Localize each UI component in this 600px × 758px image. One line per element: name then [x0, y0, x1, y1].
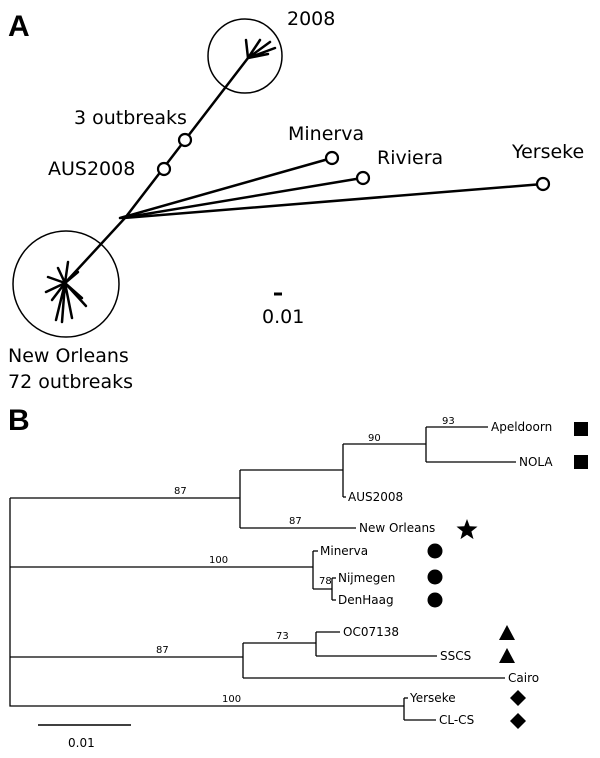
bootstrap-93: 93 [442, 416, 455, 427]
branch-minerva [118, 156, 334, 220]
node-3-outbreaks [177, 132, 193, 148]
node-aus2008 [156, 161, 172, 177]
star-marker-new-orleans [456, 519, 478, 540]
label-yerseke: Yerseke [511, 141, 584, 163]
triangle-marker-oc07138 [499, 625, 515, 640]
label-minerva: Minerva [288, 123, 364, 145]
panel-a-scale-bar: 0.01 [262, 292, 304, 328]
branch-clade-yerseke [9, 662, 404, 707]
square-marker-nola [574, 455, 588, 469]
bootstrap-100-minerva: 100 [209, 555, 228, 566]
bootstrap-87-top: 87 [174, 486, 187, 497]
taxon-nola: NOLA [519, 455, 553, 469]
taxon-minerva: Minerva [320, 544, 368, 558]
bootstrap-90: 90 [368, 433, 381, 444]
branch-yerseke [122, 182, 545, 220]
taxon-sscs: SSCS [440, 649, 471, 663]
cluster-2008-branches [244, 38, 277, 60]
panel-a-letter: A [8, 10, 30, 43]
node-minerva [324, 150, 340, 166]
panel-b-taxon-labels: Apeldoorn NOLA AUS2008 New Orleans Miner… [320, 420, 553, 727]
panel-a-labels: 2008 3 outbreaks AUS2008 Minerva Riviera… [8, 8, 584, 393]
scale-bar-a-label: 0.01 [262, 306, 304, 328]
taxon-aus2008: AUS2008 [348, 490, 403, 504]
node-riviera [355, 170, 371, 186]
cluster-new-orleans-circle [12, 230, 120, 338]
panel-b-scale-bar: 0.01 [38, 724, 131, 750]
scale-bar-b-label: 0.01 [68, 736, 95, 750]
bootstrap-78: 78 [319, 576, 332, 587]
label-aus2008: AUS2008 [48, 158, 135, 180]
label-riviera: Riviera [377, 147, 443, 169]
label-2008: 2008 [287, 8, 335, 30]
bootstrap-87-oc: 87 [156, 645, 169, 656]
circle-marker-denhaag [427, 592, 443, 608]
bootstrap-87-new-orleans: 87 [289, 516, 302, 527]
node-yerseke [535, 176, 551, 192]
label-72-outbreaks: 72 outbreaks [8, 371, 133, 393]
taxon-yerseke: Yerseke [409, 691, 456, 705]
bootstrap-73: 73 [276, 631, 289, 642]
label-new-orleans: New Orleans [8, 345, 129, 367]
trunk-branch [63, 56, 250, 285]
circle-marker-minerva [427, 543, 443, 559]
diamond-marker-yerseke [510, 690, 526, 706]
circle-marker-nijmegen [427, 569, 443, 585]
bootstrap-100-yerseke: 100 [222, 694, 241, 705]
panel-b-genotype-markers [427, 422, 588, 729]
taxon-denhaag: DenHaag [338, 593, 394, 607]
taxon-cairo: Cairo [508, 671, 539, 685]
panel-b-bootstrap-values: 93 90 87 87 100 78 73 87 100 [156, 416, 455, 705]
square-marker-apeldoorn [574, 422, 588, 436]
cluster-2008-circle [207, 18, 283, 94]
taxon-clcs: CL-CS [439, 713, 474, 727]
panel-b-rooted-tree [9, 426, 516, 721]
branch-riviera [120, 176, 364, 220]
label-3-outbreaks: 3 outbreaks [74, 107, 187, 129]
taxon-apeldoorn: Apeldoorn [491, 420, 552, 434]
panel-a-unrooted-tree [12, 18, 551, 338]
taxon-nijmegen: Nijmegen [338, 571, 395, 585]
taxon-oc07138: OC07138 [343, 625, 399, 639]
diamond-marker-clcs [510, 713, 526, 729]
cluster-new-orleans-branches [44, 260, 88, 324]
panel-b-letter: B [8, 404, 30, 437]
taxon-new-orleans: New Orleans [359, 521, 435, 535]
triangle-marker-sscs [499, 648, 515, 663]
